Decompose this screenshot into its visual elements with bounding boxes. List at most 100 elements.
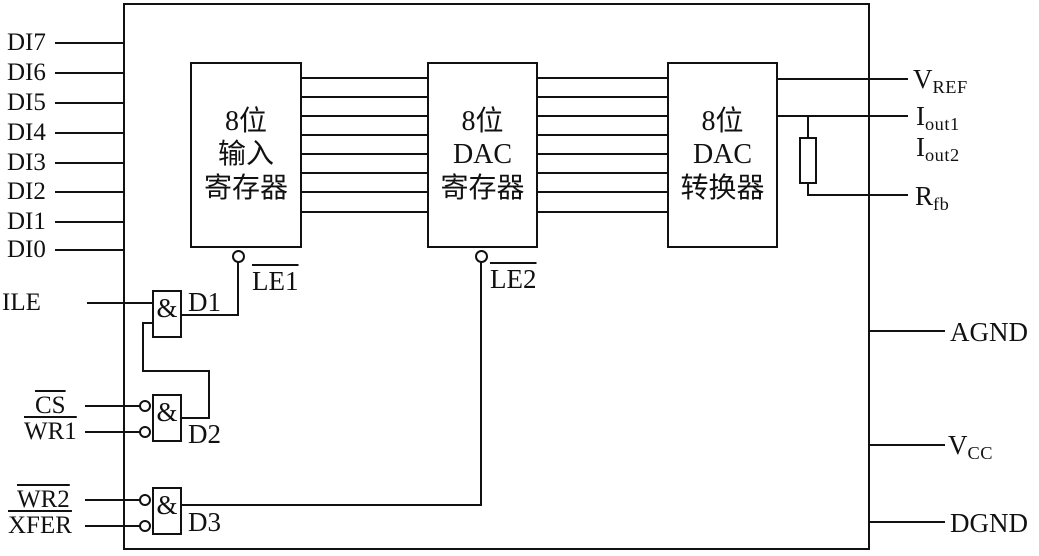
block-input-register: 8位 输入 寄存器 (190, 62, 302, 248)
pin-label-xfer: XFER (8, 512, 72, 539)
pin-label-iout1: Iout1 (916, 103, 960, 134)
pin-label-di6: DI6 (7, 59, 46, 86)
wire-cs (85, 405, 140, 407)
wire-di0 (55, 249, 123, 251)
pin-label-dgnd: DGND (950, 508, 1028, 538)
pin-label-rfb: Rfb (915, 183, 949, 214)
bus-line (302, 172, 427, 174)
bus-line (538, 96, 667, 98)
wire-d2d1-stub (143, 322, 152, 324)
invert-bubble-wr2 (139, 494, 151, 506)
wire-rfb-stub-bottom (807, 184, 809, 196)
block-input-register-line2: 输入 (217, 139, 274, 171)
pin-vcc-base: V (948, 430, 968, 460)
latch-label-le2: LE2 (490, 264, 537, 294)
pin-label-wr2: WR2 (17, 486, 70, 513)
pin-vref-sub: REF (932, 77, 968, 98)
wire-dgnd (870, 521, 945, 523)
block-dac-register-line1: 8位 (461, 106, 504, 138)
pin-label-vref: VREF (913, 66, 968, 97)
pin-label-wr1: WR1 (24, 418, 77, 445)
pin-vref-base: V (913, 64, 933, 94)
pin-label-cs: CS (35, 392, 66, 419)
bus-line (538, 191, 667, 193)
bus-line (302, 77, 427, 79)
pin-label-di0: DI0 (7, 236, 46, 263)
wire-di2 (55, 191, 123, 193)
pin-iout1-base: I (916, 101, 925, 131)
wire-rfb-stub-top (807, 116, 809, 137)
pin-iout2-base: I (916, 132, 925, 162)
bus-line (538, 211, 667, 213)
wire-ile (87, 302, 152, 304)
wire-di1 (55, 221, 123, 223)
and-symbol: & (156, 490, 178, 520)
and-symbol: & (156, 293, 178, 323)
wire-vref (778, 78, 908, 80)
bus-line (302, 191, 427, 193)
wire-d1-out (182, 314, 239, 316)
pin-label-di1: DI1 (7, 208, 46, 235)
bus-line (302, 134, 427, 136)
pin-label-agnd: AGND (950, 317, 1028, 347)
block-dac-converter: 8位 DAC 转换器 (667, 62, 778, 248)
pin-vcc-sub: CC (967, 443, 993, 464)
pin-rfb-base: R (915, 181, 934, 211)
block-input-register-line1: 8位 (224, 106, 267, 138)
gate-label-d1: D1 (188, 287, 221, 317)
block-input-register-line3: 寄存器 (203, 172, 288, 204)
pin-label-di3: DI3 (7, 149, 46, 176)
bus-line (538, 134, 667, 136)
and-symbol: & (156, 397, 178, 427)
and-gate-d3: & (152, 487, 182, 535)
block-dac-converter-line3: 转换器 (680, 172, 765, 204)
bus-line (538, 77, 667, 79)
block-dac-register-line2: DAC (452, 139, 513, 171)
block-dac-register-line3: 寄存器 (440, 172, 525, 204)
invert-bubble-wr1 (139, 426, 151, 438)
pin-label-vcc: VCC (948, 432, 993, 463)
bus-line (538, 115, 667, 117)
wire-di3 (55, 162, 123, 164)
wire-iout1 (778, 115, 908, 117)
pin-label-ile: ILE (2, 289, 41, 316)
wire-agnd (870, 330, 945, 332)
pin-label-di4: DI4 (7, 119, 46, 146)
wire-d2-out (182, 417, 210, 419)
wire-rfb (808, 194, 908, 196)
block-dac-converter-line2: DAC (692, 139, 753, 171)
wire-le2-vert (480, 262, 482, 506)
wire-wr2 (85, 499, 140, 501)
wire-d2d1-horiz (142, 370, 210, 372)
bus-line (538, 153, 667, 155)
le1-bubble (232, 250, 245, 263)
pin-label-di7: DI7 (7, 29, 46, 56)
pin-label-di5: DI5 (7, 89, 46, 116)
feedback-resistor (799, 137, 817, 184)
pin-label-iout2: Iout2 (916, 134, 960, 165)
invert-bubble-xfer (139, 520, 151, 532)
pin-label-di2: DI2 (7, 178, 46, 205)
wire-d2d1-vert1 (142, 322, 144, 372)
invert-bubble-cs (139, 400, 151, 412)
gate-label-d3: D3 (188, 507, 221, 537)
wire-di4 (55, 132, 123, 134)
bus-line (302, 153, 427, 155)
wire-di5 (55, 102, 123, 104)
bus-line (538, 172, 667, 174)
block-dac-register: 8位 DAC 寄存器 (427, 62, 538, 248)
bus-line (302, 115, 427, 117)
block-dac-converter-line1: 8位 (701, 106, 744, 138)
gate-label-d2: D2 (188, 419, 221, 449)
wire-d3-out (182, 504, 482, 506)
wire-le1-vert (237, 262, 239, 316)
wire-wr1 (85, 431, 140, 433)
pin-iout1-sub: out1 (925, 114, 960, 135)
wire-vcc (870, 444, 945, 446)
pin-iout2-sub: out2 (925, 145, 960, 166)
and-gate-d1: & (152, 290, 182, 338)
wire-di7 (55, 42, 123, 44)
wire-xfer (85, 525, 140, 527)
wire-di6 (55, 72, 123, 74)
